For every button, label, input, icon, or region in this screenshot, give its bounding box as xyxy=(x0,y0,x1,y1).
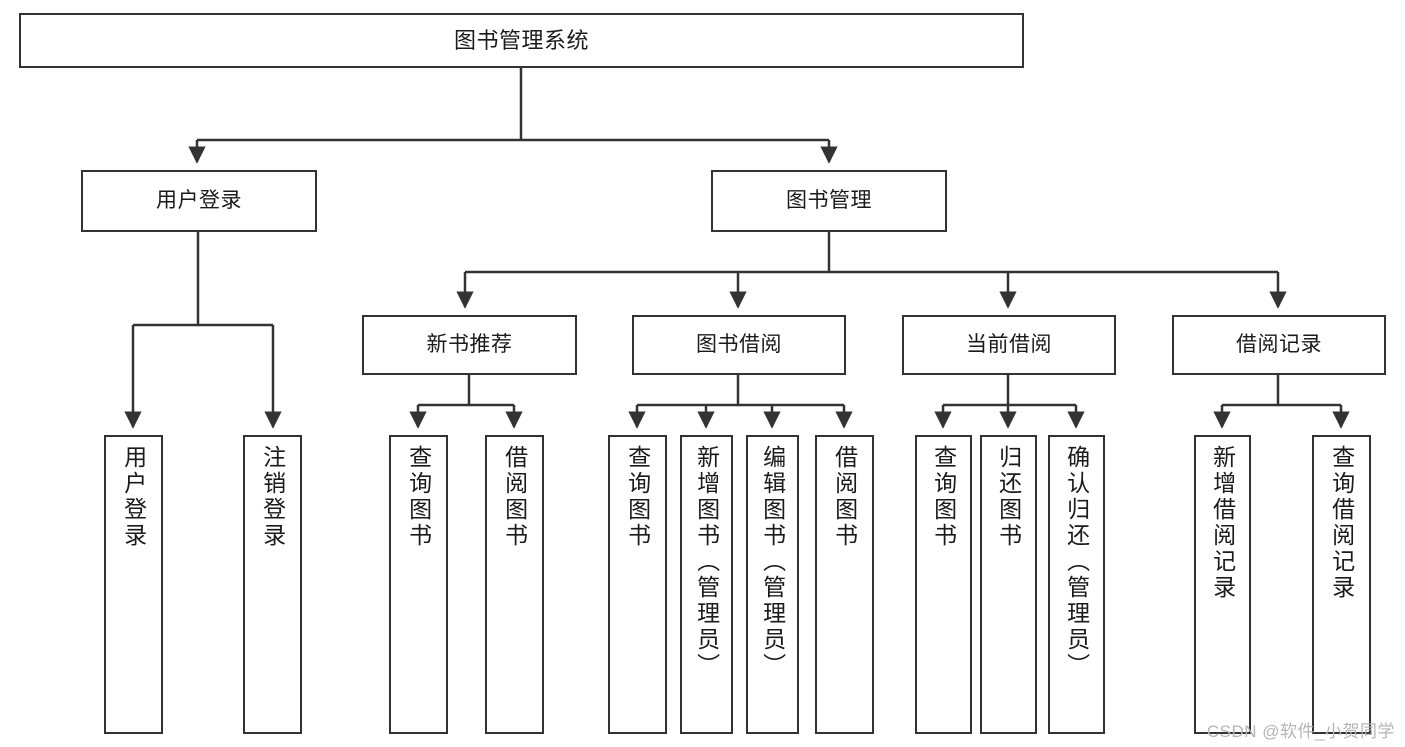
leaf-borrow-add-book-admin[interactable]: 新增图书（管理员） xyxy=(680,435,733,734)
leaf-recommend-query-book[interactable]: 查询图书 xyxy=(389,435,448,734)
node-label: 归还图书 xyxy=(995,445,1022,549)
node-label: 图书管理 xyxy=(786,188,872,212)
node-book-management[interactable]: 图书管理 xyxy=(711,170,947,232)
leaf-user-login-logout[interactable]: 注销登录 xyxy=(243,435,302,734)
node-borrow-record[interactable]: 借阅记录 xyxy=(1172,315,1386,375)
node-current-borrow[interactable]: 当前借阅 xyxy=(902,315,1116,375)
leaf-record-add-record[interactable]: 新增借阅记录 xyxy=(1194,435,1251,734)
leaf-current-query-book[interactable]: 查询图书 xyxy=(915,435,972,734)
leaf-borrow-borrow-book[interactable]: 借阅图书 xyxy=(815,435,874,734)
node-label: 查询借阅记录 xyxy=(1328,445,1355,601)
leaf-current-confirm-return-admin[interactable]: 确认归还（管理员） xyxy=(1048,435,1105,734)
node-label: 注销登录 xyxy=(259,445,286,549)
node-label: 借阅图书 xyxy=(501,445,528,549)
node-label: 当前借阅 xyxy=(966,332,1052,356)
leaf-user-login-login[interactable]: 用户登录 xyxy=(104,435,163,734)
node-label: 用户登录 xyxy=(120,445,147,549)
leaf-borrow-edit-book-admin[interactable]: 编辑图书（管理员） xyxy=(746,435,799,734)
node-label: 借阅图书 xyxy=(831,445,858,549)
node-label: 新增图书（管理员） xyxy=(693,445,720,679)
node-label: 借阅记录 xyxy=(1236,332,1322,356)
node-label: 编辑图书（管理员） xyxy=(759,445,786,679)
node-root-system[interactable]: 图书管理系统 xyxy=(19,13,1024,68)
node-label: 确认归还（管理员） xyxy=(1063,445,1090,679)
node-label: 查询图书 xyxy=(930,445,957,549)
node-user-login[interactable]: 用户登录 xyxy=(81,170,317,232)
node-label: 查询图书 xyxy=(405,445,432,549)
leaf-recommend-borrow-book[interactable]: 借阅图书 xyxy=(485,435,544,734)
leaf-current-return-book[interactable]: 归还图书 xyxy=(980,435,1037,734)
watermark-text: CSDN @软件_小贺同学 xyxy=(1206,722,1395,741)
leaf-record-query-record[interactable]: 查询借阅记录 xyxy=(1312,435,1371,734)
node-label: 新书推荐 xyxy=(426,332,513,356)
node-new-book-recommend[interactable]: 新书推荐 xyxy=(362,315,577,375)
node-label: 图书借阅 xyxy=(696,332,782,356)
node-label: 查询图书 xyxy=(624,445,651,549)
node-label: 新增借阅记录 xyxy=(1209,445,1236,601)
node-book-borrow[interactable]: 图书借阅 xyxy=(632,315,846,375)
node-label: 用户登录 xyxy=(156,188,242,212)
node-label: 图书管理系统 xyxy=(453,27,589,53)
leaf-borrow-query-book[interactable]: 查询图书 xyxy=(608,435,667,734)
